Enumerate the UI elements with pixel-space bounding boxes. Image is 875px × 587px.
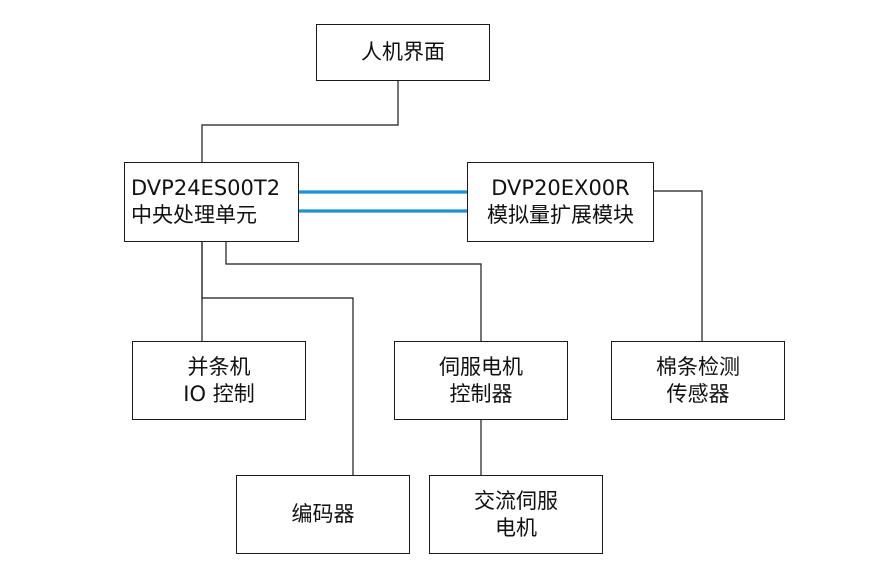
encoder-node: 编码器 bbox=[236, 475, 410, 554]
sensor-node: 棉条检测 传感器 bbox=[611, 341, 785, 420]
analog-model-label: DVP20EX00R bbox=[491, 176, 630, 200]
cpu-to-encoder-connector bbox=[201, 242, 354, 475]
io-control-node: 并条机 IO 控制 bbox=[132, 341, 306, 420]
io-label-line1: 并条机 bbox=[187, 354, 251, 379]
servo-controller-label-line1: 伺服电机 bbox=[439, 354, 523, 379]
servo-controller-label-line2: 控制器 bbox=[449, 381, 513, 406]
analog-to-sensor-connector bbox=[654, 190, 703, 341]
sensor-label-line1: 棉条检测 bbox=[656, 354, 740, 379]
servo-controller-node: 伺服电机 控制器 bbox=[394, 341, 568, 420]
sensor-label-line2: 传感器 bbox=[666, 381, 730, 406]
hmi-to-cpu-connector bbox=[201, 81, 399, 162]
cpu-model-label: DVP24ES00T2 bbox=[131, 176, 281, 200]
analog-name-label: 模拟量扩展模块 bbox=[487, 203, 634, 227]
cpu-name-label: 中央处理单元 bbox=[131, 203, 257, 227]
ac-servo-label-line2: 电机 bbox=[495, 515, 537, 540]
cpu-node: DVP24ES00T2 中央处理单元 bbox=[124, 162, 299, 242]
ac-servo-motor-node: 交流伺服 电机 bbox=[429, 475, 603, 554]
cpu-to-servo-controller-connector bbox=[225, 242, 482, 341]
ac-servo-label-line1: 交流伺服 bbox=[474, 488, 558, 513]
hmi-node: 人机界面 bbox=[316, 24, 490, 81]
io-label-line2: IO 控制 bbox=[183, 381, 255, 406]
analog-module-node: DVP20EX00R 模拟量扩展模块 bbox=[467, 162, 654, 242]
hmi-label: 人机界面 bbox=[361, 40, 445, 64]
encoder-label: 编码器 bbox=[291, 502, 355, 526]
